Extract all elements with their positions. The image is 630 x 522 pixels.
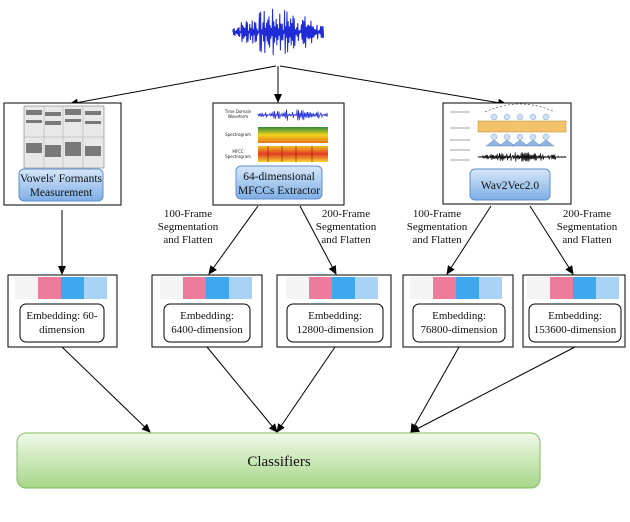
embedding-2-line2: 6400-dimension bbox=[171, 324, 243, 336]
svg-text:Segmentation: Segmentation bbox=[158, 221, 219, 233]
classifiers-box: Classifiers bbox=[16, 432, 541, 489]
segmentation-label-mfcc-100: 100-Frame Segmentation and Flatten bbox=[158, 208, 219, 246]
embedding-box-2: Embedding: 6400-dimension bbox=[151, 274, 263, 348]
formant-spectrogram-thumbnail bbox=[23, 105, 105, 169]
svg-text:Segmentation: Segmentation bbox=[407, 221, 468, 233]
mfcc-label-line1: 64-dimensional bbox=[243, 171, 315, 183]
segmentation-label-w2v-200: 200-Frame Segmentation and Flatten bbox=[557, 208, 618, 246]
svg-text:and Flatten: and Flatten bbox=[562, 234, 612, 246]
svg-text:and Flatten: and Flatten bbox=[163, 234, 213, 246]
embedding-to-classifier-arrows bbox=[61, 346, 576, 433]
mfcc-extractor-panel: Time Domain Waveform Spectrogram MFCC Sp… bbox=[212, 102, 345, 206]
mfcc-label-line2: MFCCs Extractor bbox=[238, 185, 320, 197]
embedding-1-line1: Embedding: 60- bbox=[26, 310, 98, 322]
wav2vec-label: Wav2Vec2.0 bbox=[481, 180, 539, 192]
segmentation-label-mfcc-200: 200-Frame Segmentation and Flatten bbox=[316, 208, 377, 246]
extractor-to-embedding-arrows bbox=[58, 205, 574, 275]
mfcc-spectrogram-thumbnail bbox=[258, 146, 328, 162]
mini-waveform-icon bbox=[257, 109, 329, 121]
formants-extractor-panel: Vowels' Formants Measurement bbox=[3, 102, 122, 206]
embedding-4-line1: Embedding: bbox=[432, 310, 486, 322]
embedding-box-3: Embedding: 12800-dimension bbox=[276, 274, 392, 348]
embedding-5-line1: Embedding: bbox=[548, 310, 602, 322]
embedding-box-5: Embedding: 153600-dimension bbox=[522, 274, 626, 348]
embedding-5-line2: 153600-dimension bbox=[534, 324, 617, 336]
svg-text:and Flatten: and Flatten bbox=[321, 234, 371, 246]
wav2vec-extractor-box bbox=[469, 168, 551, 201]
embedding-2-line1: Embedding: bbox=[180, 310, 234, 322]
svg-text:Segmentation: Segmentation bbox=[557, 221, 618, 233]
wav2vec-extractor-panel: Wav2Vec2.0 bbox=[442, 102, 572, 205]
spectrogram-thumbnail bbox=[258, 127, 328, 143]
wav2vec-architecture-thumbnail bbox=[450, 103, 567, 162]
embedding-box-1: Embedding: 60- dimension bbox=[7, 274, 118, 348]
segmentation-label-w2v-100: 100-Frame Segmentation and Flatten bbox=[407, 208, 468, 246]
embedding-3-line2: 12800-dimension bbox=[297, 324, 374, 336]
svg-text:200-Frame: 200-Frame bbox=[563, 208, 611, 220]
mfcc-extractor-box bbox=[235, 165, 323, 200]
formants-label-line1: Vowels' Formants bbox=[20, 173, 103, 185]
mfcc-panel-waveform-label2: Waveform bbox=[228, 114, 248, 119]
svg-text:Segmentation: Segmentation bbox=[316, 221, 377, 233]
embedding-box-4: Embedding: 76800-dimension bbox=[402, 274, 514, 348]
mfcc-panel-mfcc-label1: MFCC bbox=[232, 149, 244, 154]
svg-text:and Flatten: and Flatten bbox=[412, 234, 462, 246]
embedding-4-line2: 76800-dimension bbox=[421, 324, 498, 336]
svg-text:100-Frame: 100-Frame bbox=[164, 208, 212, 220]
mfcc-panel-mfcc-label2: Spectrogram bbox=[225, 154, 251, 159]
embedding-3-line1: Embedding: bbox=[308, 310, 362, 322]
formants-extractor-box bbox=[18, 168, 104, 202]
input-waveform-icon bbox=[232, 8, 325, 56]
formants-label-line2: Measurement bbox=[30, 187, 93, 199]
mfcc-panel-waveform-label1: Time Domain bbox=[224, 109, 252, 114]
svg-text:200-Frame: 200-Frame bbox=[322, 208, 370, 220]
input-arrows bbox=[69, 65, 507, 107]
embedding-1-line2: dimension bbox=[39, 324, 85, 336]
mfcc-panel-spectrogram-label: Spectrogram bbox=[225, 132, 251, 137]
svg-text:100-Frame: 100-Frame bbox=[413, 208, 461, 220]
classifiers-label: Classifiers bbox=[247, 454, 310, 470]
